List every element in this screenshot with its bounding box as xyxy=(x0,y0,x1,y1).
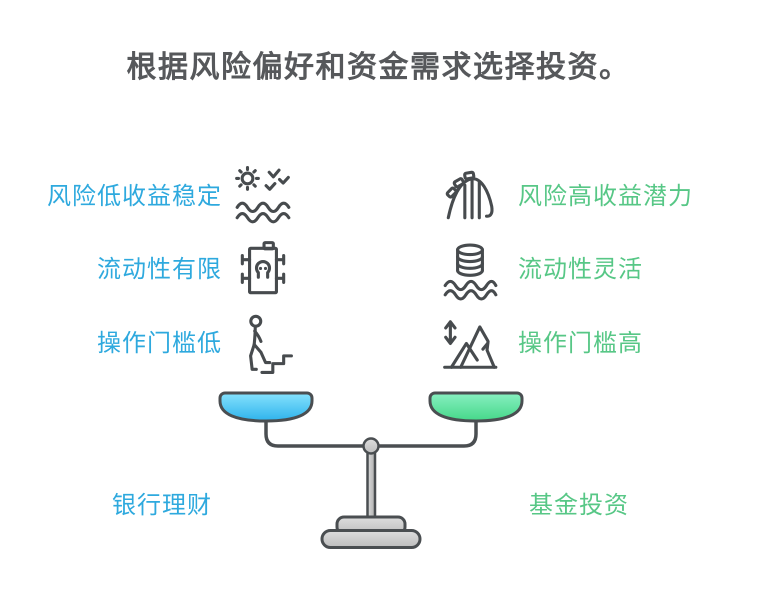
barrel-icon xyxy=(232,239,294,301)
calm-sea-icon xyxy=(232,165,294,227)
left-feature-label-liquidity: 流动性有限 xyxy=(97,256,222,283)
person-stairs-icon xyxy=(232,313,294,375)
left-feature-label-threshold: 操作门槛低 xyxy=(97,330,222,357)
right-feature-label-threshold: 操作门槛高 xyxy=(518,330,643,357)
mountains-arrow-icon xyxy=(439,313,501,375)
scale-pole xyxy=(366,447,377,525)
right-pan xyxy=(428,391,524,423)
right-feature-label-risk: 风险高收益潜力 xyxy=(518,183,693,210)
right-feature-label-liquidity: 流动性灵活 xyxy=(518,256,643,283)
left-feature-label-risk: 风险低收益稳定 xyxy=(47,183,222,210)
scale-pivot xyxy=(362,437,380,455)
scale-base-lower xyxy=(320,529,422,549)
balance-scale xyxy=(218,391,524,549)
left-pan xyxy=(218,391,314,423)
coins-waves-icon xyxy=(439,239,501,301)
fund-investment-label: 基金投资 xyxy=(529,492,629,519)
page-title: 根据风险偏好和资金需求选择投资。 xyxy=(126,51,631,84)
roller-coaster-icon xyxy=(439,165,501,227)
bank-wealth-label: 银行理财 xyxy=(112,492,212,519)
